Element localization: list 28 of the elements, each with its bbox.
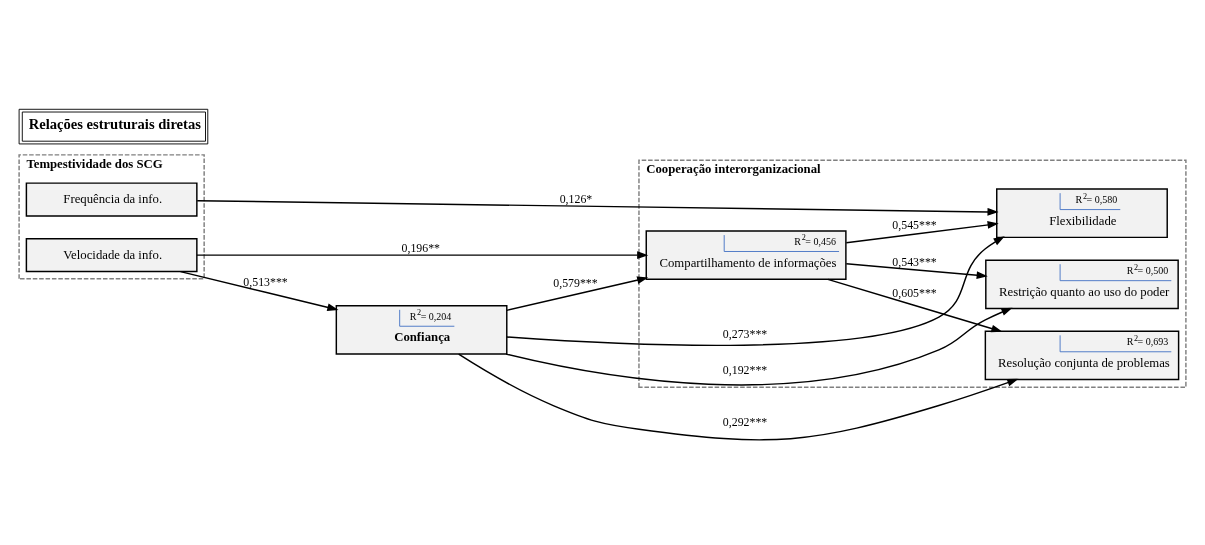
edge-label: 0,579*** bbox=[553, 275, 598, 290]
edge-label: 0,192*** bbox=[722, 362, 768, 377]
node-box: R$^{2}$= 0,204 Confiança bbox=[335, 304, 508, 355]
edge-label: 0,543*** bbox=[892, 254, 937, 269]
edge-label: 0,545*** bbox=[892, 217, 937, 232]
arrow bbox=[457, 352, 1019, 440]
edge-label: 0,196** bbox=[401, 240, 440, 255]
arrow bbox=[505, 307, 1013, 386]
arrow bbox=[506, 275, 649, 311]
node-box: R$^{2}$= 0,500 Restrição quanto ao uso do poder bbox=[985, 258, 1179, 309]
edge-label: 0,513*** bbox=[243, 274, 288, 289]
arrow bbox=[196, 250, 649, 259]
edge-label: 0,126* bbox=[559, 191, 593, 206]
edge-label: 0,292*** bbox=[722, 414, 768, 429]
arrow bbox=[827, 278, 1003, 332]
node-box: R$^{2}$= 0,693 Resolução conjunta de problemas bbox=[984, 330, 1180, 380]
node-box: Velocidade da info. bbox=[25, 237, 198, 272]
arrow bbox=[196, 199, 999, 216]
arrow bbox=[845, 220, 999, 243]
diagram-title: Relações estruturais diretas bbox=[28, 115, 201, 132]
node-box: R$^{2}$= 0,580 Flexibilidade bbox=[996, 187, 1168, 238]
edge-label: 0,605*** bbox=[892, 285, 937, 300]
arrow bbox=[845, 262, 988, 279]
node-box: R$^{2}$= 0,456 Compartilhamento de informações bbox=[645, 229, 847, 280]
edge-label: 0,273*** bbox=[722, 326, 768, 341]
arrow bbox=[179, 270, 339, 311]
arrow bbox=[506, 235, 1005, 346]
node-box: Frequência da info. bbox=[25, 181, 198, 217]
